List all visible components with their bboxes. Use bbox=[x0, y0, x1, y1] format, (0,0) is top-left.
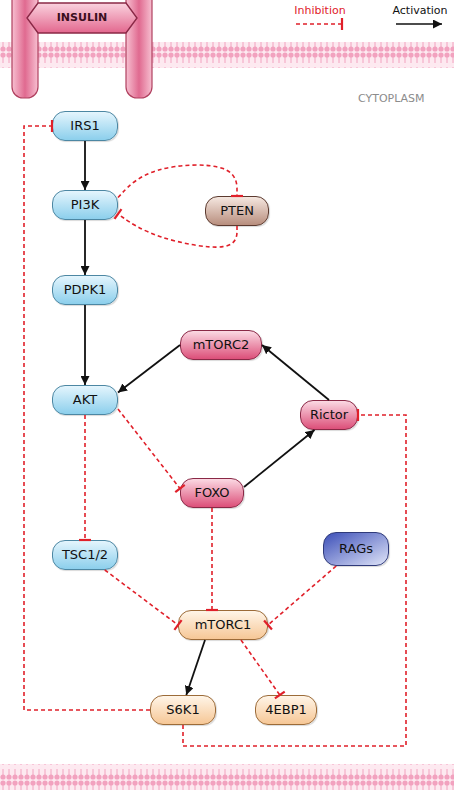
region-label: CYTOPLASM bbox=[358, 92, 425, 105]
node-label: TSC1/2 bbox=[62, 548, 108, 562]
protein-box: PDPK1 bbox=[52, 275, 118, 305]
node-label: mTORC2 bbox=[193, 338, 250, 352]
activation-connector bbox=[84, 305, 86, 385]
protein-box: RAGs bbox=[323, 532, 389, 566]
membrane-bottom bbox=[0, 764, 454, 790]
legend-label: Inhibition bbox=[294, 4, 345, 17]
legend-entry: Inhibition bbox=[292, 4, 348, 31]
protein-box: FOXO bbox=[180, 478, 244, 508]
node-label: mTORC1 bbox=[195, 618, 252, 632]
membrane-band bbox=[0, 42, 454, 68]
node-label: INSULIN bbox=[57, 12, 107, 24]
inhibition-connector bbox=[183, 415, 406, 746]
legend-line bbox=[396, 23, 442, 25]
node-label: PI3K bbox=[71, 198, 99, 212]
inhibition-connector bbox=[105, 570, 178, 625]
lipid-bilayer bbox=[0, 764, 454, 790]
legend-line-sample bbox=[292, 17, 348, 31]
hexagon-shape bbox=[27, 3, 137, 33]
lipid-bilayer bbox=[0, 42, 454, 68]
legend-label: Activation bbox=[392, 4, 447, 17]
complex-box: mTORC1 bbox=[178, 610, 268, 640]
protein-box: PI3K bbox=[52, 190, 118, 220]
node-label: AKT bbox=[73, 393, 97, 407]
activation-connector bbox=[84, 220, 86, 275]
legend-line-sample bbox=[392, 17, 448, 31]
node-label: PTEN bbox=[220, 204, 254, 218]
inhibition-connector bbox=[268, 566, 336, 625]
protein-box: AKT bbox=[52, 385, 118, 415]
membrane-band bbox=[0, 764, 454, 790]
complex-box: mTORC2 bbox=[180, 330, 262, 360]
protein-box: Rictor bbox=[300, 400, 358, 430]
inhibition-connector bbox=[118, 214, 237, 247]
inhibition-connector bbox=[118, 409, 180, 489]
inhibition-connector bbox=[211, 508, 213, 610]
node-label: S6K1 bbox=[166, 703, 199, 717]
node-label: IRS1 bbox=[70, 119, 99, 133]
protein-box: TSC1/2 bbox=[52, 540, 118, 570]
node-label: 4EBP1 bbox=[265, 703, 307, 717]
inhibition-connector bbox=[118, 165, 237, 197]
inhibition-connector bbox=[24, 126, 150, 710]
membrane-top bbox=[0, 42, 454, 68]
activation-connector bbox=[244, 430, 315, 487]
node-label: PDPK1 bbox=[64, 283, 107, 297]
protein-box: S6K1 bbox=[150, 695, 216, 725]
activation-connector bbox=[84, 141, 86, 190]
protein-box: 4EBP1 bbox=[255, 695, 317, 725]
activation-connector bbox=[262, 345, 329, 400]
inhibition-connector bbox=[241, 640, 280, 695]
node-label: Rictor bbox=[310, 408, 348, 422]
protein-box: IRS1 bbox=[52, 111, 118, 141]
protein-box: PTEN bbox=[205, 196, 269, 226]
legend-entry: Activation bbox=[392, 4, 448, 31]
insulin-ligand: INSULIN bbox=[26, 2, 138, 34]
node-label: RAGs bbox=[339, 542, 373, 556]
activation-connector bbox=[118, 345, 180, 393]
node-label: FOXO bbox=[194, 486, 229, 500]
legend-line bbox=[296, 23, 342, 25]
activation-connector bbox=[186, 640, 205, 695]
inhibition-connector bbox=[84, 415, 86, 540]
